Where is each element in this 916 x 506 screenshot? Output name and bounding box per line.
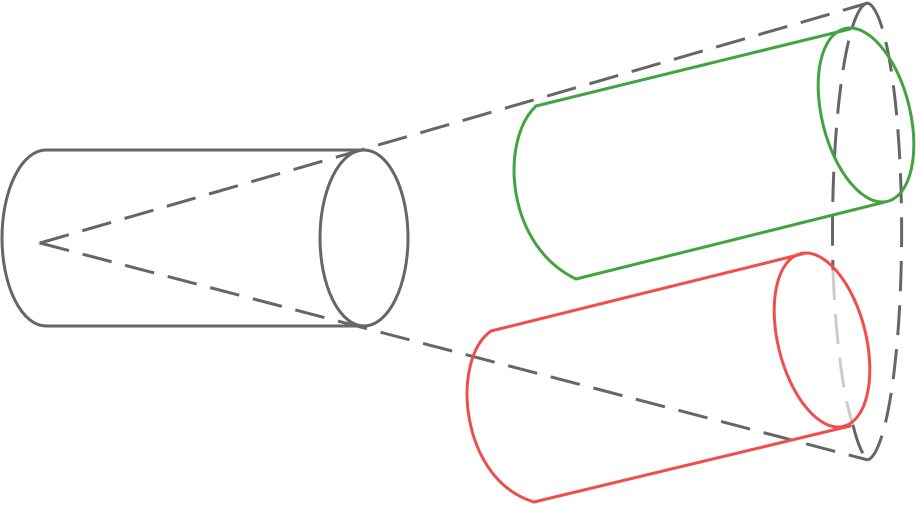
green-cylinder-bottom-edge	[574, 200, 887, 281]
source-cylinder-front-face	[318, 148, 410, 328]
cone-base-left-arc-upper	[831, 1, 869, 271]
cone-base-hidden-arc	[831, 269, 855, 426]
cone-base-left-arc-lower	[851, 424, 870, 462]
red-cylinder-bottom-edge	[532, 424, 852, 504]
green-cylinder-top-edge	[534, 27, 852, 108]
red-cylinder	[465, 251, 872, 504]
red-cylinder-top-edge	[489, 251, 808, 333]
source-cylinder-back-arc	[0, 148, 48, 328]
projection-cone	[39, 1, 904, 462]
cone-lower-edge	[39, 241, 869, 462]
green-cylinder-back-arc	[512, 104, 578, 281]
source-cylinder	[0, 148, 410, 328]
cone-base-visible-arc	[867, 1, 904, 462]
red-cylinder-front-face	[772, 251, 872, 429]
green-cylinder	[512, 26, 916, 281]
green-cylinder-front-face	[816, 26, 916, 204]
red-cylinder-back-arc	[465, 329, 536, 504]
cone-upper-edge	[39, 1, 869, 245]
